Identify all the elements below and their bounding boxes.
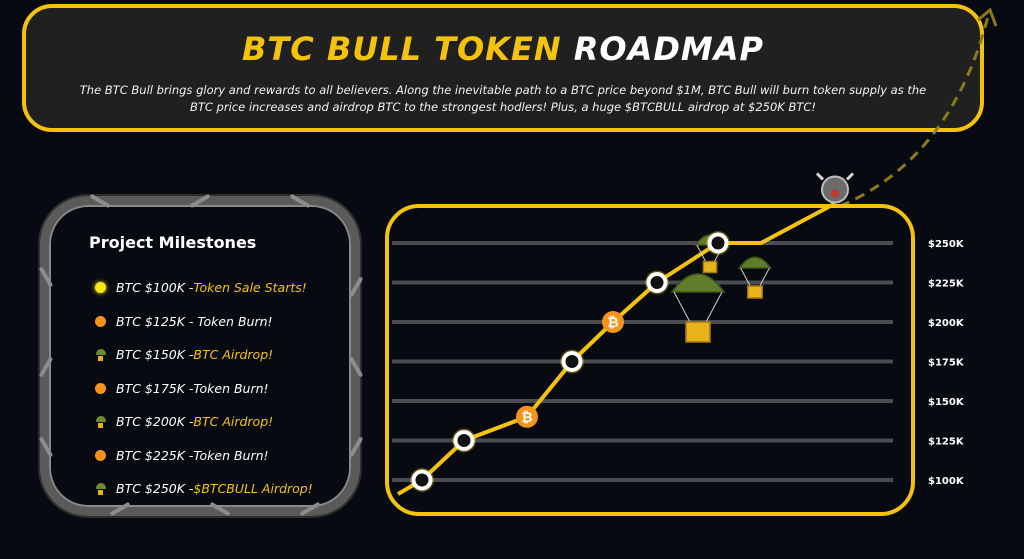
- milestone-event: $BTCBULL Airdrop!: [193, 481, 313, 497]
- milestone-event: Token Burn!: [193, 313, 273, 329]
- y-tick-label: $225K: [928, 279, 965, 290]
- milestone-event: BTC Airdrop!: [193, 347, 274, 363]
- milestone-price: BTC $125K -: [116, 313, 194, 329]
- milestone-item: BTC $150K - BTC Airdrop!: [95, 338, 313, 372]
- orange-dot-icon: [95, 315, 106, 327]
- milestones-panel: Project Milestones BTC $100K - Token Sal…: [38, 193, 364, 517]
- milestone-price: BTC $250K -: [116, 481, 194, 497]
- intro-text: The BTC Bull brings glory and rewards to…: [79, 83, 927, 114]
- milestone-price: BTC $150K -: [116, 347, 194, 363]
- milestone-event: Token Burn!: [193, 447, 269, 463]
- title-gold: BTC BULL TOKEN: [242, 30, 562, 68]
- page-title: BTC BULL TOKEN ROADMAP: [26, 30, 980, 68]
- milestone-event: BTC Airdrop!: [193, 414, 274, 430]
- y-tick-label: $100K: [928, 476, 965, 487]
- y-tick-label: $175K: [928, 358, 965, 369]
- milestone-item: BTC $125K - Token Burn!: [95, 305, 313, 339]
- milestone-price: BTC $100K -: [116, 280, 194, 296]
- milestones-title: Project Milestones: [89, 233, 257, 252]
- milestone-item: BTC $175K - Token Burn!: [95, 372, 313, 406]
- roadmap-header: BTC BULL TOKEN ROADMAP The BTC Bull brin…: [22, 4, 984, 132]
- dashed-arrow-icon: [839, 7, 998, 208]
- roadmap-chart-frame: [385, 204, 915, 516]
- orange-dot-icon: [95, 382, 106, 394]
- yellow-dot-icon: [95, 282, 106, 294]
- bull-nose: [831, 189, 839, 198]
- milestone-item: BTC $225K - Token Burn!: [95, 439, 313, 473]
- y-tick-label: $125K: [928, 437, 965, 448]
- title-white: ROADMAP: [573, 30, 764, 68]
- milestone-price: BTC $200K -: [116, 414, 194, 430]
- milestone-event: Token Sale Starts!: [193, 280, 307, 296]
- y-tick-label: $250K: [928, 239, 965, 250]
- orange-dot-icon: [95, 449, 106, 461]
- milestone-price: BTC $225K -: [116, 447, 194, 463]
- milestone-price: BTC $175K -: [116, 380, 194, 396]
- milestone-item: BTC $200K - BTC Airdrop!: [95, 405, 313, 439]
- milestones-list: BTC $100K - Token Sale Starts!BTC $125K …: [95, 271, 313, 506]
- milestone-item: BTC $100K - Token Sale Starts!: [95, 271, 313, 305]
- y-tick-label: $200K: [928, 318, 965, 329]
- parachute-icon: [95, 482, 106, 495]
- milestone-event: Token Burn!: [193, 380, 269, 396]
- milestone-item: BTC $250K - $BTCBULL Airdrop!: [95, 472, 313, 506]
- y-tick-label: $150K: [928, 397, 965, 408]
- parachute-icon: [95, 415, 106, 428]
- parachute-icon: [95, 348, 106, 361]
